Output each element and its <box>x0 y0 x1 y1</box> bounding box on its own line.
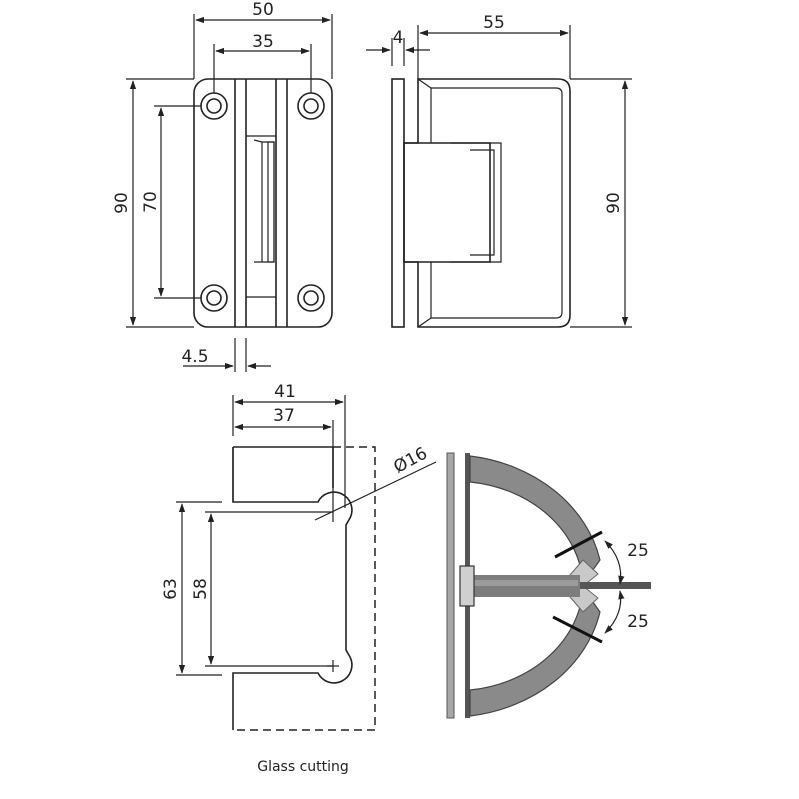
dim-hole-spacing-h-label: 35 <box>252 32 274 52</box>
mounting-plate <box>391 78 405 328</box>
glass-cutting-caption: Glass cutting <box>257 759 349 775</box>
spindle-block <box>404 142 491 263</box>
angle-arrow-bottom <box>604 590 625 634</box>
knuckle-inner <box>267 141 275 263</box>
dim-plate-label: 4 <box>393 28 404 48</box>
hinge-body-outline <box>193 78 333 328</box>
screw-hole-bottom-right <box>297 284 325 312</box>
screw-hole-bottom-left <box>200 284 228 312</box>
dim-hole-spacing-v-label: 70 <box>141 191 161 213</box>
dim-height-label: 90 <box>112 192 132 214</box>
spindle-block-detail <box>451 142 502 263</box>
clamp-body-inner <box>430 87 563 319</box>
dim-width-label: 50 <box>252 0 274 20</box>
dim-offset-label: 4.5 <box>181 347 208 367</box>
dim-inner-height-label: 58 <box>191 578 211 600</box>
screw-hole-top-left <box>200 92 228 120</box>
door-panel-stub <box>580 582 651 589</box>
knuckle-detail <box>246 135 276 298</box>
dim-depth-label: 55 <box>483 13 505 33</box>
dim-outer-width-label: 41 <box>274 382 296 402</box>
rotation-view: 25 25 <box>446 452 651 719</box>
dim-inner-width-label: 37 <box>273 406 295 426</box>
dim-outer-height-label: 63 <box>161 578 181 600</box>
clamp-chamfer <box>417 78 432 328</box>
stop-line-bottom <box>552 615 603 644</box>
dim-hole-diameter-label: Ø16 <box>390 444 430 478</box>
front-view: 50 35 90 70 4.5 <box>112 0 333 372</box>
clamp-body-outline <box>403 78 571 328</box>
hinge-clamp-block <box>459 565 475 607</box>
stop-line-top <box>554 530 603 559</box>
angle-arrow-top <box>604 540 625 585</box>
angle-bottom-label: 25 <box>627 612 649 632</box>
angle-top-label: 25 <box>627 541 649 561</box>
side-view: 4 55 90 <box>366 13 632 328</box>
hinge-arm-highlight <box>470 580 578 586</box>
glass-panel <box>446 452 455 719</box>
glass-cutting-dashed-outline <box>233 446 376 731</box>
dim-line-hole-diameter <box>314 461 437 521</box>
dim-side-height-label: 90 <box>604 192 624 214</box>
glass-cutting-profile <box>232 446 353 730</box>
glass-cutting-view: 41 37 Ø16 63 58 Glass cutting <box>161 382 437 775</box>
screw-hole-top-right <box>297 92 325 120</box>
